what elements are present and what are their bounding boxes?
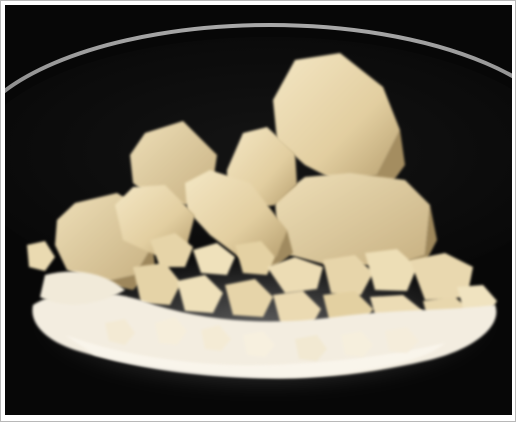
chunk-large-right [275, 173, 437, 267]
chunk-middle [185, 170, 293, 267]
crumbs [105, 317, 419, 361]
photo-scene [5, 23, 512, 395]
photo [5, 5, 512, 415]
